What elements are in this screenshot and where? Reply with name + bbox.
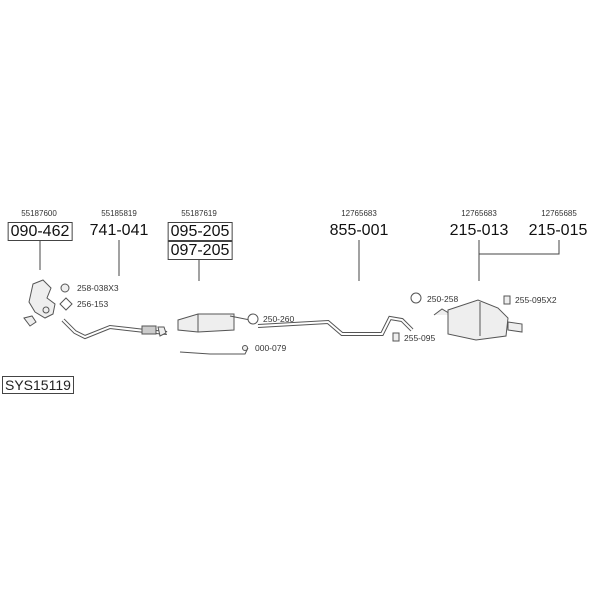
oe-number: 12765685 xyxy=(541,209,577,218)
catalytic-converter-090-462 xyxy=(23,279,56,327)
part-number-link[interactable]: 097-205 xyxy=(167,241,233,260)
sensor-pipe-000-079 xyxy=(179,347,249,355)
part-number-link[interactable]: 090-462 xyxy=(7,222,73,241)
leader-215-015 xyxy=(479,240,560,255)
accessory-label[interactable]: 255-095X2 xyxy=(515,295,557,305)
part-number-link[interactable]: 741-041 xyxy=(89,222,149,239)
oe-number: 55187600 xyxy=(21,209,57,218)
oe-number: 55185819 xyxy=(101,209,137,218)
sensor-icon xyxy=(242,345,248,351)
accessory-label[interactable]: 255-095 xyxy=(404,333,436,343)
part-number-link[interactable]: 215-013 xyxy=(449,222,509,239)
clamp-icon xyxy=(410,292,422,304)
middle-pipe-highlight xyxy=(257,316,413,335)
rear-muffler-215-013 xyxy=(433,299,523,341)
accessory-label[interactable]: 258-038X3 xyxy=(77,283,119,293)
system-code: SYS15119 xyxy=(2,376,74,394)
oe-number: 12765683 xyxy=(341,209,377,218)
hanger-icon xyxy=(392,332,400,342)
part-number-link[interactable]: 215-015 xyxy=(528,222,588,239)
nut-icon xyxy=(60,283,70,293)
accessory-label[interactable]: 256-153 xyxy=(77,299,109,309)
gasket-icon xyxy=(59,297,73,311)
accessory-label[interactable]: 250-258 xyxy=(427,294,459,304)
part-number-link[interactable]: 095-205 xyxy=(167,222,233,241)
part-number-link[interactable]: 855-001 xyxy=(329,222,389,239)
clamp-icon xyxy=(247,313,259,325)
accessory-label[interactable]: 000-079 xyxy=(255,343,287,353)
accessory-label[interactable]: 250-260 xyxy=(263,314,295,324)
oe-number: 12765683 xyxy=(461,209,497,218)
flex-joint xyxy=(141,325,157,335)
flange xyxy=(157,326,167,337)
oe-number: 55187619 xyxy=(181,209,217,218)
particulate-filter-095-205 xyxy=(177,313,251,333)
hanger-icon xyxy=(503,295,511,305)
